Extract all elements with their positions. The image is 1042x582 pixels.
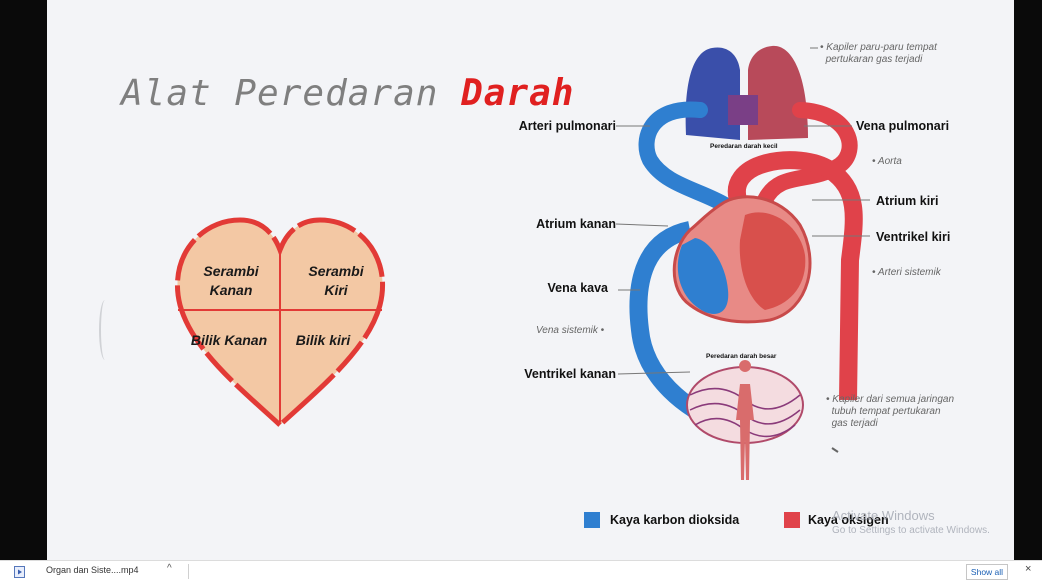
legend-swatch-red <box>784 512 800 528</box>
label-atrium-kiri: Atrium kiri <box>876 194 939 208</box>
lung-right <box>748 46 808 140</box>
note-aorta: • Aorta <box>872 156 902 168</box>
label-peredaran-besar: Peredaran darah besar <box>706 353 776 360</box>
label-peredaran-kecil: Peredaran darah kecil <box>710 143 778 150</box>
label-ventrikel-kanan: Ventrikel kanan <box>496 367 616 381</box>
lung-left <box>686 47 740 140</box>
label-vena-kava: Vena kava <box>496 281 608 295</box>
label-atrium-kanan: Atrium kanan <box>496 217 616 231</box>
show-all-button[interactable]: Show all <box>966 564 1008 580</box>
legend-swatch-blue <box>584 512 600 528</box>
download-bar: Organ dan Siste....mp4 ^ Show all × <box>0 560 1042 582</box>
stray-mark <box>832 448 838 452</box>
download-file-name[interactable]: Organ dan Siste....mp4 <box>46 565 139 575</box>
lung-capillary-bridge <box>728 95 758 125</box>
label-ventrikel-kiri: Ventrikel kiri <box>876 230 950 244</box>
label-arteri-pulmonari: Arteri pulmonari <box>496 119 616 133</box>
chevron-up-icon[interactable]: ^ <box>167 563 172 574</box>
label-vena-pulmonari: Vena pulmonari <box>856 119 949 133</box>
download-separator <box>188 564 189 579</box>
circulation-diagram <box>0 0 1042 560</box>
note-vena-sistemik: Vena sistemik • <box>536 325 604 337</box>
note-kapiler-paru: • Kapiler paru-paru tempat pertukaran ga… <box>820 42 937 66</box>
note-kapiler-jaringan: • Kapiler dari semua jaringan tubuh temp… <box>826 394 954 430</box>
close-icon[interactable]: × <box>1025 563 1031 575</box>
video-file-icon <box>14 566 25 578</box>
note-arteri-sistemik: • Arteri sistemik <box>872 267 941 279</box>
legend-label-blue: Kaya karbon dioksida <box>610 513 739 527</box>
